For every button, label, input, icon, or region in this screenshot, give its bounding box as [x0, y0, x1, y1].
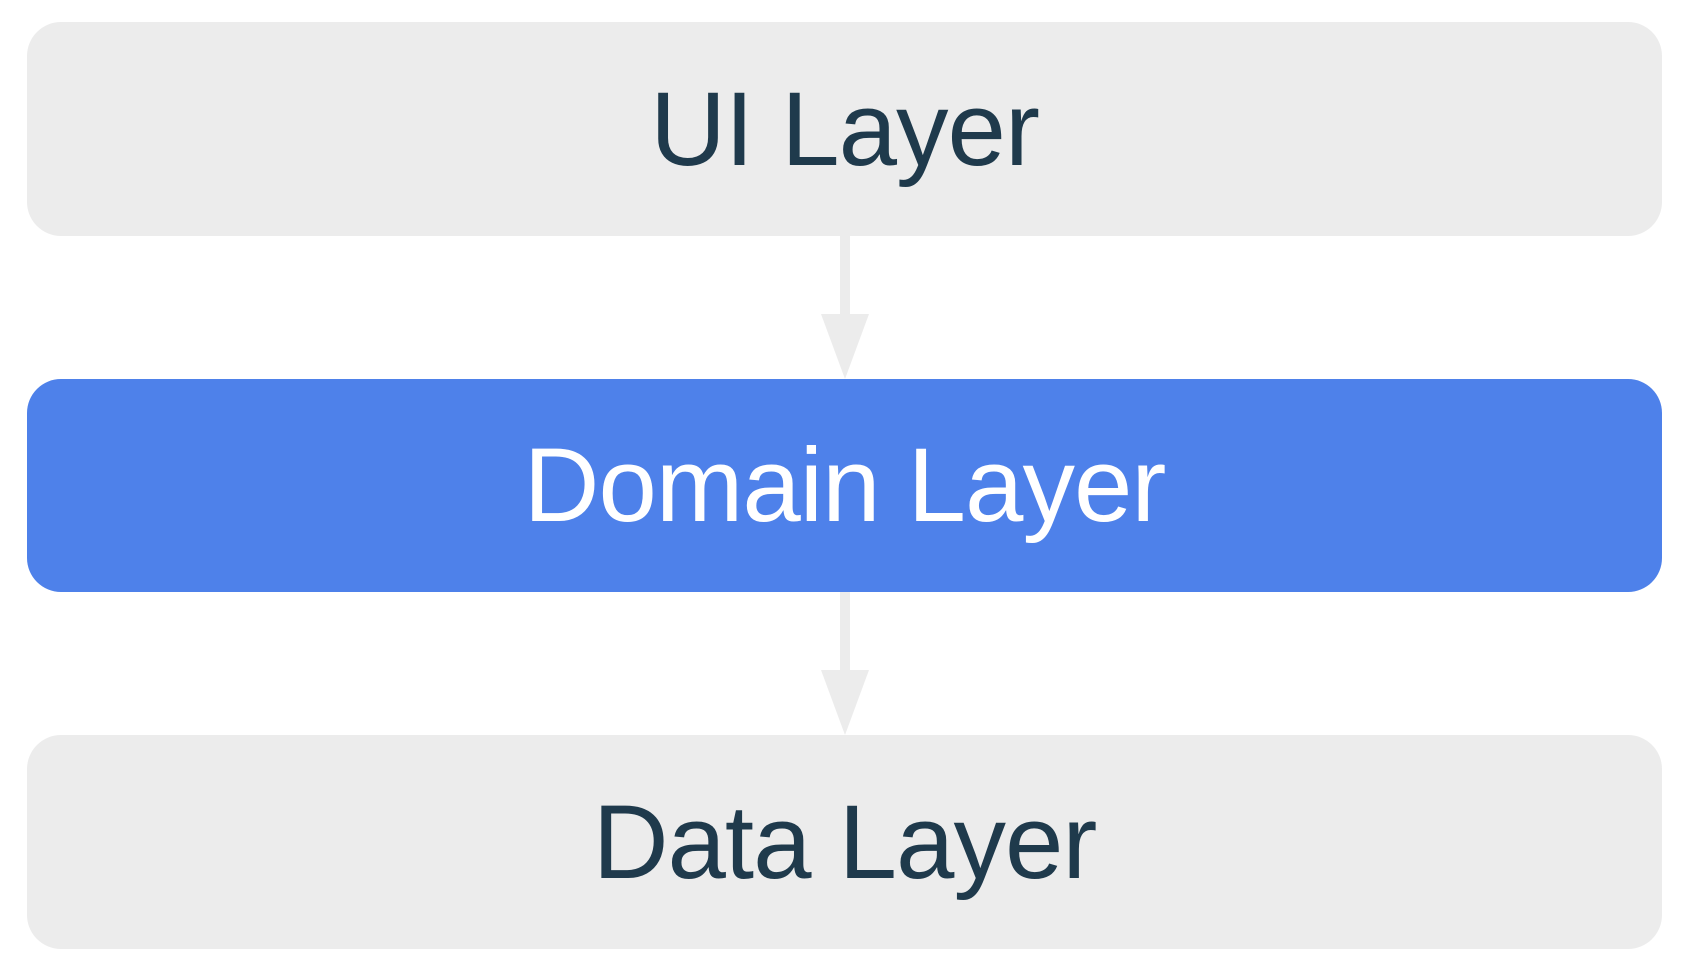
layer-box-data: Data Layer [27, 735, 1662, 949]
arrow-down-icon [820, 592, 869, 735]
arrow-ui-to-domain [820, 236, 869, 379]
layer-label-domain: Domain Layer [523, 427, 1167, 544]
layer-box-ui: UI Layer [27, 22, 1662, 236]
layer-label-ui: UI Layer [650, 70, 1040, 188]
layer-box-domain: Domain Layer [27, 379, 1662, 592]
layer-label-data: Data Layer [592, 783, 1098, 901]
arrow-down-icon [820, 236, 869, 379]
arrow-domain-to-data [820, 592, 869, 735]
